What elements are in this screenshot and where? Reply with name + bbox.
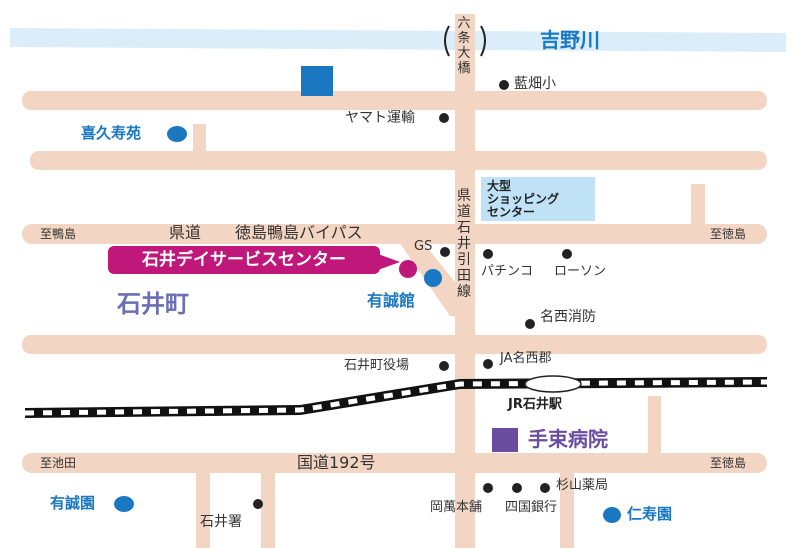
dir-kamojima: 至鴨島: [40, 227, 77, 241]
dot-fire: [525, 319, 535, 329]
road-stub-shopping: [691, 184, 705, 230]
road-stub-hospital: [648, 396, 661, 460]
dot-shikoku: [512, 483, 522, 493]
shopping-label-line3: センター: [487, 205, 536, 219]
kikujuen-dot: [167, 126, 187, 142]
okaman-label: 岡萬本舗: [430, 500, 483, 515]
fire-station-label: 名西消防: [540, 309, 596, 325]
jinjuen-dot: [603, 507, 621, 523]
shikoku-bank-label: 四国銀行: [505, 500, 558, 515]
dot-pachinko: [483, 249, 493, 259]
kikujuen-label: 喜久寿苑: [81, 124, 142, 142]
town-label: 石井町: [117, 290, 189, 318]
shopping-label: 大型 ショッピング センター: [487, 180, 559, 219]
station-label: JR石井駅: [508, 397, 562, 412]
prefectural-road-label: 県道石井引田線: [457, 188, 471, 300]
bridge-label: 六条大橋: [457, 16, 471, 76]
sugiyama-label: 杉山薬局: [556, 478, 609, 493]
roads: [22, 14, 767, 548]
aihata-label: 藍畑小: [514, 76, 556, 92]
dot-aihata: [499, 80, 509, 90]
dir-tokushima-lower: 至徳島: [710, 456, 747, 470]
ja-label: JA名西郡: [500, 351, 552, 366]
shopping-box: [481, 177, 595, 221]
dot-town-office: [439, 361, 449, 371]
bridge-left: [444, 25, 450, 57]
pachinko-label: パチンコ: [481, 264, 534, 279]
road-stub-kikujuen: [193, 124, 206, 164]
dot-gs: [440, 247, 450, 257]
bridge-right: [480, 25, 486, 57]
middle-road: [22, 335, 767, 354]
north-road: [22, 91, 767, 110]
hospital-square: [492, 428, 518, 452]
road-south-mid: [261, 462, 275, 548]
main-vertical-road: [455, 14, 475, 548]
river-label: 吉野川: [540, 28, 600, 52]
dir-tokushima-upper: 至徳島: [710, 227, 747, 241]
railway-base: [24, 377, 768, 418]
station-oval: [524, 375, 582, 393]
blue-square: [301, 66, 333, 96]
yuseikan-label: 有誠館: [367, 291, 416, 310]
dot-okaman: [483, 483, 493, 493]
yuseikan-dot: [424, 269, 442, 287]
shopping-label-line2: ショッピング: [487, 192, 560, 206]
jinjuen-label: 仁寿園: [627, 505, 673, 523]
dayservice-marker: [399, 260, 417, 278]
dot-yamato: [439, 113, 449, 123]
dayservice-banner[interactable]: 石井デイサービスセンター: [108, 246, 380, 274]
yuseien-label: 有誠園: [50, 494, 96, 512]
road-south-right: [560, 462, 574, 548]
river: [10, 28, 786, 52]
dot-ja: [483, 359, 493, 369]
bypass-name: 徳島鴨島バイパス: [235, 223, 363, 242]
yamato-label: ヤマト運輸: [345, 110, 415, 126]
bypass-road: [22, 224, 767, 244]
dot-sugiyama: [540, 483, 550, 493]
lawson-label: ローソン: [554, 264, 607, 279]
police-label: 石井署: [200, 514, 242, 530]
gs-label: GS: [414, 239, 433, 254]
yuseien-dot: [114, 496, 134, 512]
second-road: [30, 151, 767, 170]
shopping-label-line1: 大型: [487, 179, 512, 193]
national-route-label: 国道192号: [297, 453, 376, 472]
hospital-label: 手束病院: [528, 427, 608, 451]
dir-ikeda: 至池田: [40, 456, 77, 470]
bypass-prefix: 県道: [169, 223, 202, 242]
dot-lawson: [562, 249, 572, 259]
town-office-label: 石井町役場: [344, 358, 410, 373]
road-south-left: [196, 462, 210, 548]
banner-pointer: [378, 254, 400, 270]
dot-police: [253, 499, 263, 509]
